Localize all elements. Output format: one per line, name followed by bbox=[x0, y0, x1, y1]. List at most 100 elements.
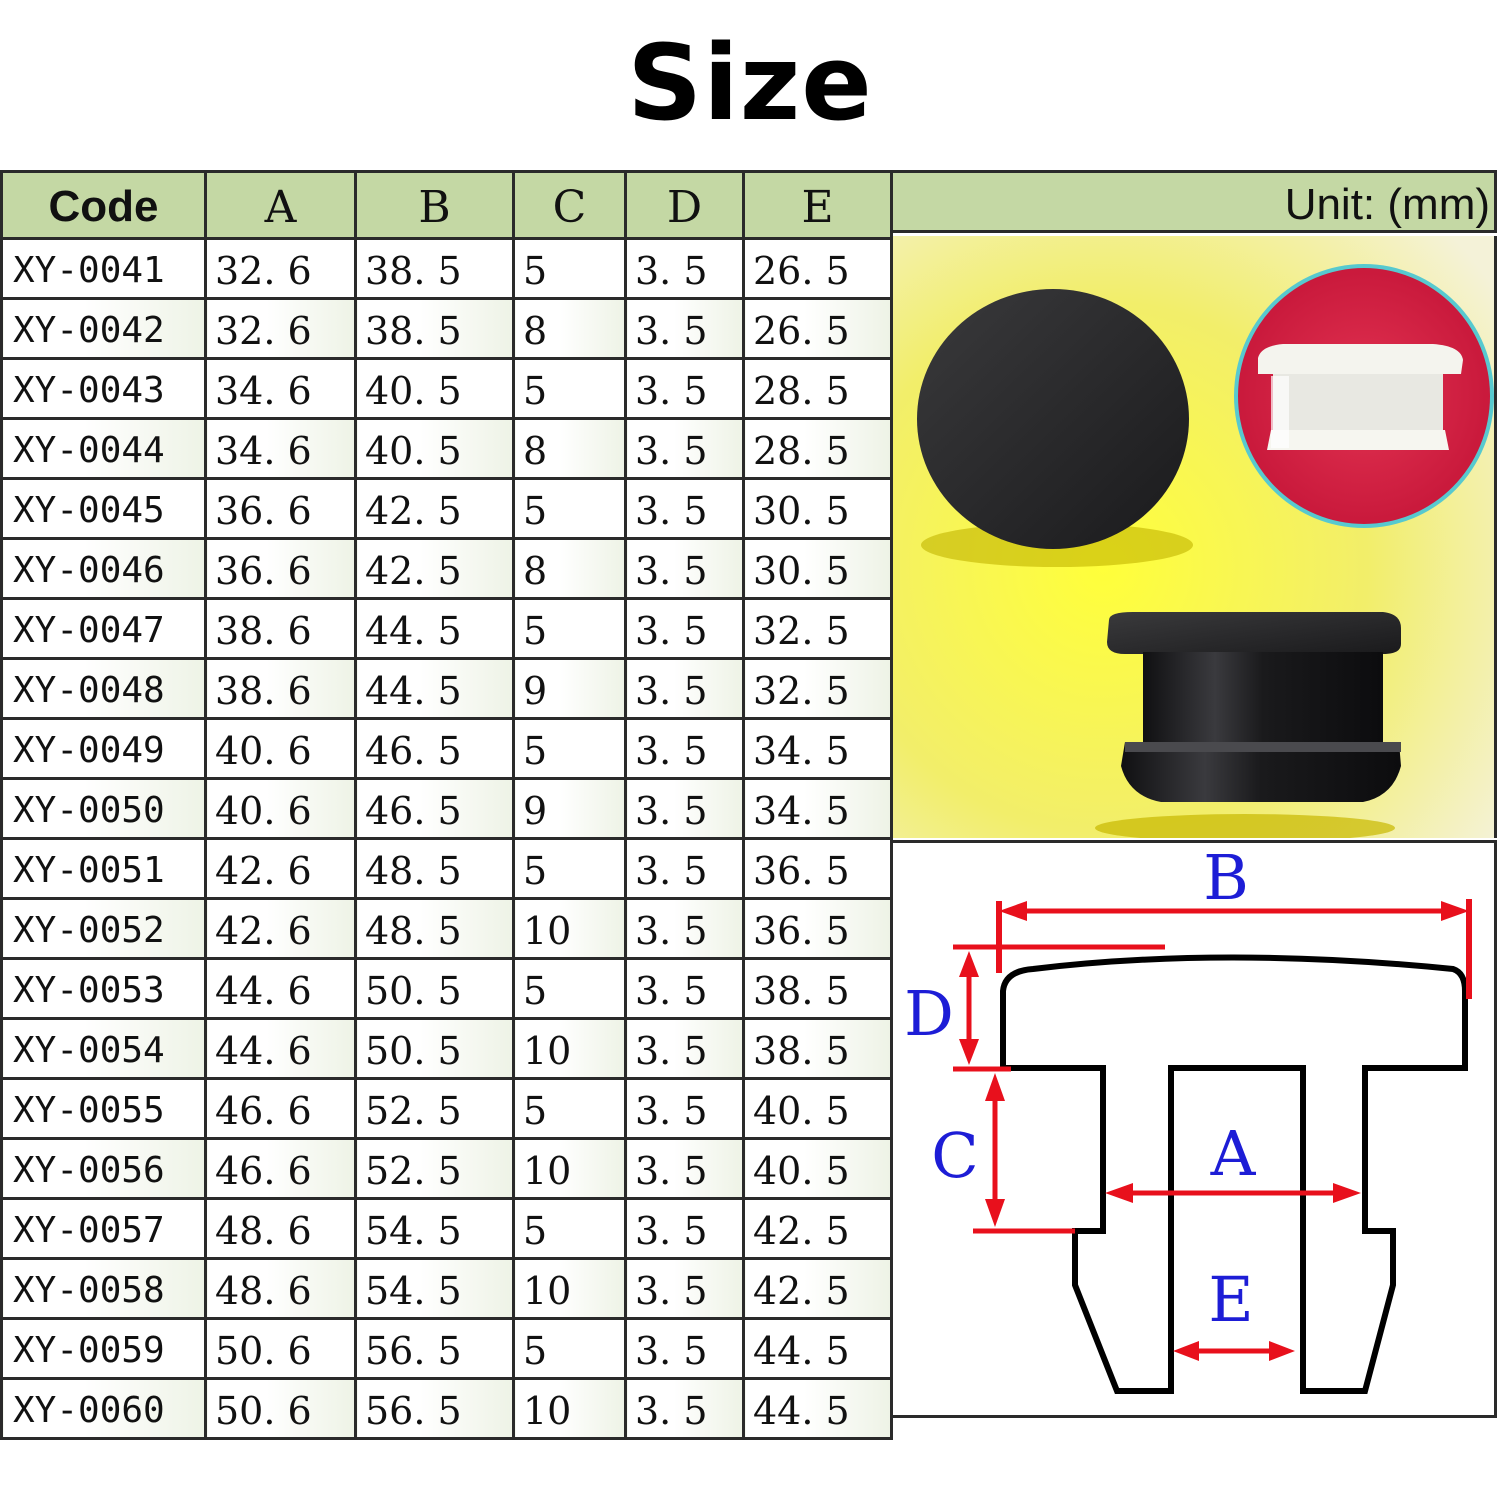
cell-code: XY-0059 bbox=[0, 1317, 207, 1380]
cell-d: 3. 5 bbox=[624, 537, 745, 600]
cell-a: 38. 6 bbox=[204, 657, 357, 720]
cell-b: 40. 5 bbox=[354, 357, 515, 420]
cell-a: 44. 6 bbox=[204, 957, 357, 1020]
cell-a: 42. 6 bbox=[204, 897, 357, 960]
cell-e: 26. 5 bbox=[742, 237, 893, 300]
cell-code: XY-0043 bbox=[0, 357, 207, 420]
column-header-e: E bbox=[742, 170, 893, 240]
cell-d: 3. 5 bbox=[624, 1077, 745, 1140]
cell-b: 38. 5 bbox=[354, 297, 515, 360]
cell-d: 3. 5 bbox=[624, 1017, 745, 1080]
cell-b: 46. 5 bbox=[354, 777, 515, 840]
cell-a: 48. 6 bbox=[204, 1197, 357, 1260]
cell-code: XY-0054 bbox=[0, 1017, 207, 1080]
cell-a: 34. 6 bbox=[204, 417, 357, 480]
cell-e: 44. 5 bbox=[742, 1317, 893, 1380]
cell-c: 10 bbox=[512, 1377, 627, 1440]
cell-a: 32. 6 bbox=[204, 237, 357, 300]
cell-d: 3. 5 bbox=[624, 837, 745, 900]
cell-code: XY-0053 bbox=[0, 957, 207, 1020]
cell-b: 44. 5 bbox=[354, 657, 515, 720]
dimension-diagram: B D C A E bbox=[893, 840, 1497, 1418]
cell-code: XY-0052 bbox=[0, 897, 207, 960]
cell-e: 30. 5 bbox=[742, 537, 893, 600]
cell-b: 56. 5 bbox=[354, 1377, 515, 1440]
cell-e: 36. 5 bbox=[742, 897, 893, 960]
cell-code: XY-0049 bbox=[0, 717, 207, 780]
cell-d: 3. 5 bbox=[624, 1137, 745, 1200]
cell-c: 5 bbox=[512, 357, 627, 420]
cell-a: 42. 6 bbox=[204, 837, 357, 900]
black-plug-top-view bbox=[917, 289, 1189, 549]
cell-c: 5 bbox=[512, 477, 627, 540]
cell-code: XY-0048 bbox=[0, 657, 207, 720]
product-photo-image bbox=[893, 236, 1494, 842]
cell-code: XY-0050 bbox=[0, 777, 207, 840]
cell-c: 5 bbox=[512, 837, 627, 900]
cell-d: 3. 5 bbox=[624, 597, 745, 660]
label-e: E bbox=[1208, 1263, 1253, 1336]
cell-d: 3. 5 bbox=[624, 1197, 745, 1260]
dimension-b bbox=[996, 899, 1472, 999]
cell-a: 46. 6 bbox=[204, 1077, 357, 1140]
column-header-d: D bbox=[624, 170, 745, 240]
cell-e: 26. 5 bbox=[742, 297, 893, 360]
cell-e: 44. 5 bbox=[742, 1377, 893, 1440]
cell-c: 5 bbox=[512, 1317, 627, 1380]
cell-b: 48. 5 bbox=[354, 897, 515, 960]
cell-d: 3. 5 bbox=[624, 897, 745, 960]
cell-c: 5 bbox=[512, 1077, 627, 1140]
cell-c: 10 bbox=[512, 897, 627, 960]
product-photo bbox=[893, 236, 1497, 842]
cell-e: 34. 5 bbox=[742, 777, 893, 840]
cell-e: 30. 5 bbox=[742, 477, 893, 540]
cell-d: 3. 5 bbox=[624, 357, 745, 420]
dimension-d bbox=[953, 944, 1165, 1072]
cell-a: 40. 6 bbox=[204, 717, 357, 780]
cell-c: 10 bbox=[512, 1017, 627, 1080]
cell-e: 40. 5 bbox=[742, 1137, 893, 1200]
column-header-c: C bbox=[512, 170, 627, 240]
cell-code: XY-0058 bbox=[0, 1257, 207, 1320]
cell-e: 38. 5 bbox=[742, 957, 893, 1020]
cell-code: XY-0044 bbox=[0, 417, 207, 480]
cell-c: 5 bbox=[512, 1197, 627, 1260]
plug-cross-section-diagram: B D C A E bbox=[904, 841, 1472, 1394]
cell-code: XY-0051 bbox=[0, 837, 207, 900]
cell-b: 52. 5 bbox=[354, 1077, 515, 1140]
cell-code: XY-0056 bbox=[0, 1137, 207, 1200]
cell-code: XY-0057 bbox=[0, 1197, 207, 1260]
cell-b: 46. 5 bbox=[354, 717, 515, 780]
cell-code: XY-0042 bbox=[0, 297, 207, 360]
cell-a: 34. 6 bbox=[204, 357, 357, 420]
cell-c: 5 bbox=[512, 237, 627, 300]
cell-b: 42. 5 bbox=[354, 477, 515, 540]
cell-b: 40. 5 bbox=[354, 417, 515, 480]
cell-d: 3. 5 bbox=[624, 657, 745, 720]
black-plug-side-view bbox=[1095, 612, 1401, 842]
cell-b: 54. 5 bbox=[354, 1197, 515, 1260]
cell-a: 36. 6 bbox=[204, 537, 357, 600]
cell-d: 3. 5 bbox=[624, 1377, 745, 1440]
cell-code: XY-0055 bbox=[0, 1077, 207, 1140]
cell-a: 44. 6 bbox=[204, 1017, 357, 1080]
cell-e: 42. 5 bbox=[742, 1197, 893, 1260]
cell-a: 36. 6 bbox=[204, 477, 357, 540]
cell-a: 46. 6 bbox=[204, 1137, 357, 1200]
cell-b: 50. 5 bbox=[354, 1017, 515, 1080]
cell-c: 8 bbox=[512, 537, 627, 600]
cell-c: 5 bbox=[512, 957, 627, 1020]
plug-outline bbox=[1000, 954, 1468, 1394]
cell-code: XY-0047 bbox=[0, 597, 207, 660]
